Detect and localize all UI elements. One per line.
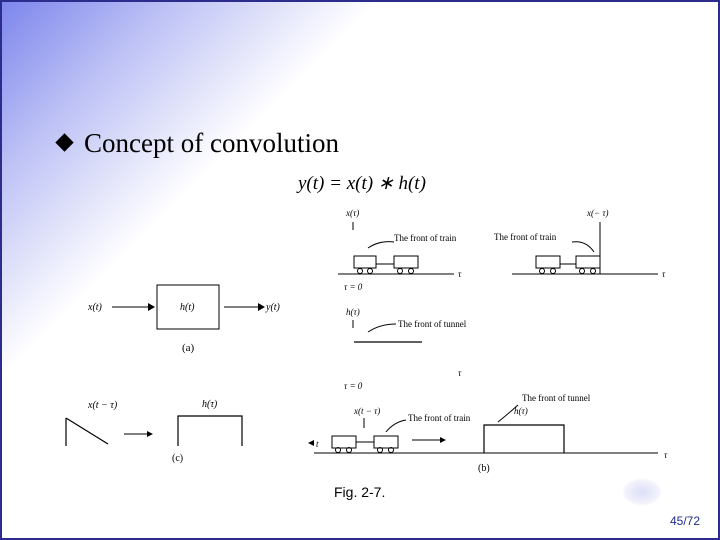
- tunnel-scene-h-tau: h(τ) The front of tunnel τ τ = 0: [344, 307, 467, 391]
- front-of-tunnel-pointer-2: [497, 404, 519, 423]
- tau-zero-label-2: τ = 0: [344, 381, 363, 391]
- train-car-left: [535, 255, 561, 269]
- front-of-train-pointer-2: [571, 241, 595, 253]
- train-car-rear: [353, 255, 377, 269]
- label-h-tau-c: h(τ): [202, 399, 218, 410]
- panel-c-signals: x(t − τ) h(τ) (c): [65, 399, 243, 464]
- panel-a-block-diagram: x(t) h(t) y(t) (a): [87, 284, 281, 354]
- panel-b-train-tunnel: x(t − τ) t τ The front of train h(τ) The…: [308, 393, 668, 474]
- tau-axis-label-top: τ: [458, 269, 462, 279]
- system-box-h: [156, 284, 220, 330]
- train-scene-x-tau: x(τ) τ The front of train τ = 0: [338, 208, 462, 292]
- label-x-neg-tau: x(− τ): [586, 208, 609, 218]
- front-of-train-label-3: The front of train: [408, 413, 471, 423]
- panel-b-label: (b): [478, 463, 490, 474]
- decorative-smudge: [622, 478, 662, 506]
- train-car-right: [575, 255, 601, 269]
- tau-axis-label-right: τ: [662, 269, 666, 279]
- label-x-t-minus-tau-c: x(t − τ): [87, 400, 118, 411]
- front-of-train-pointer-3: [385, 419, 407, 433]
- label-x-tau: x(τ): [345, 208, 359, 218]
- front-of-tunnel-label-1: The front of tunnel: [398, 319, 467, 329]
- slide-title: Concept of convolution: [55, 128, 339, 159]
- train-scene-x-neg-tau: x(− τ) τ The front of train: [494, 208, 666, 279]
- output-arrowhead: [258, 303, 265, 311]
- train-car-b-front: [373, 435, 399, 449]
- tau-axis-label-mid: τ: [458, 368, 462, 378]
- tunnel-box: [483, 424, 565, 453]
- label-x-t-minus-tau-b: x(t − τ): [353, 406, 380, 416]
- train-car-front: [393, 255, 419, 269]
- front-of-tunnel-label-2: The front of tunnel: [522, 393, 591, 403]
- panel-c-label: (c): [172, 453, 183, 464]
- page-number: 45/72: [669, 514, 700, 528]
- input-arrowhead: [148, 303, 155, 311]
- train-car-b-rear: [331, 435, 357, 449]
- label-h-tau: h(τ): [346, 307, 360, 317]
- box-signal: [177, 415, 243, 446]
- front-of-tunnel-pointer: [367, 323, 397, 333]
- convolution-equation: y(t) = x(t) ∗ h(t): [298, 173, 426, 194]
- front-of-train-label-1: The front of train: [394, 233, 457, 243]
- label-h-tau-b: h(τ): [514, 406, 528, 416]
- label-x-t: x(t): [87, 302, 103, 313]
- tau-zero-label-1: τ = 0: [344, 282, 363, 292]
- front-of-train-label-2: The front of train: [494, 232, 557, 242]
- ramp-signal: [65, 417, 109, 445]
- label-y-t: y(t): [265, 302, 281, 313]
- label-h-t: h(t): [180, 302, 195, 313]
- t-axis-label-left: t: [316, 439, 319, 449]
- front-of-train-pointer: [367, 241, 395, 249]
- tau-axis-label-bottom: τ: [664, 450, 668, 460]
- figure-caption: Fig. 2-7.: [334, 484, 386, 500]
- panel-a-label: (a): [182, 342, 195, 354]
